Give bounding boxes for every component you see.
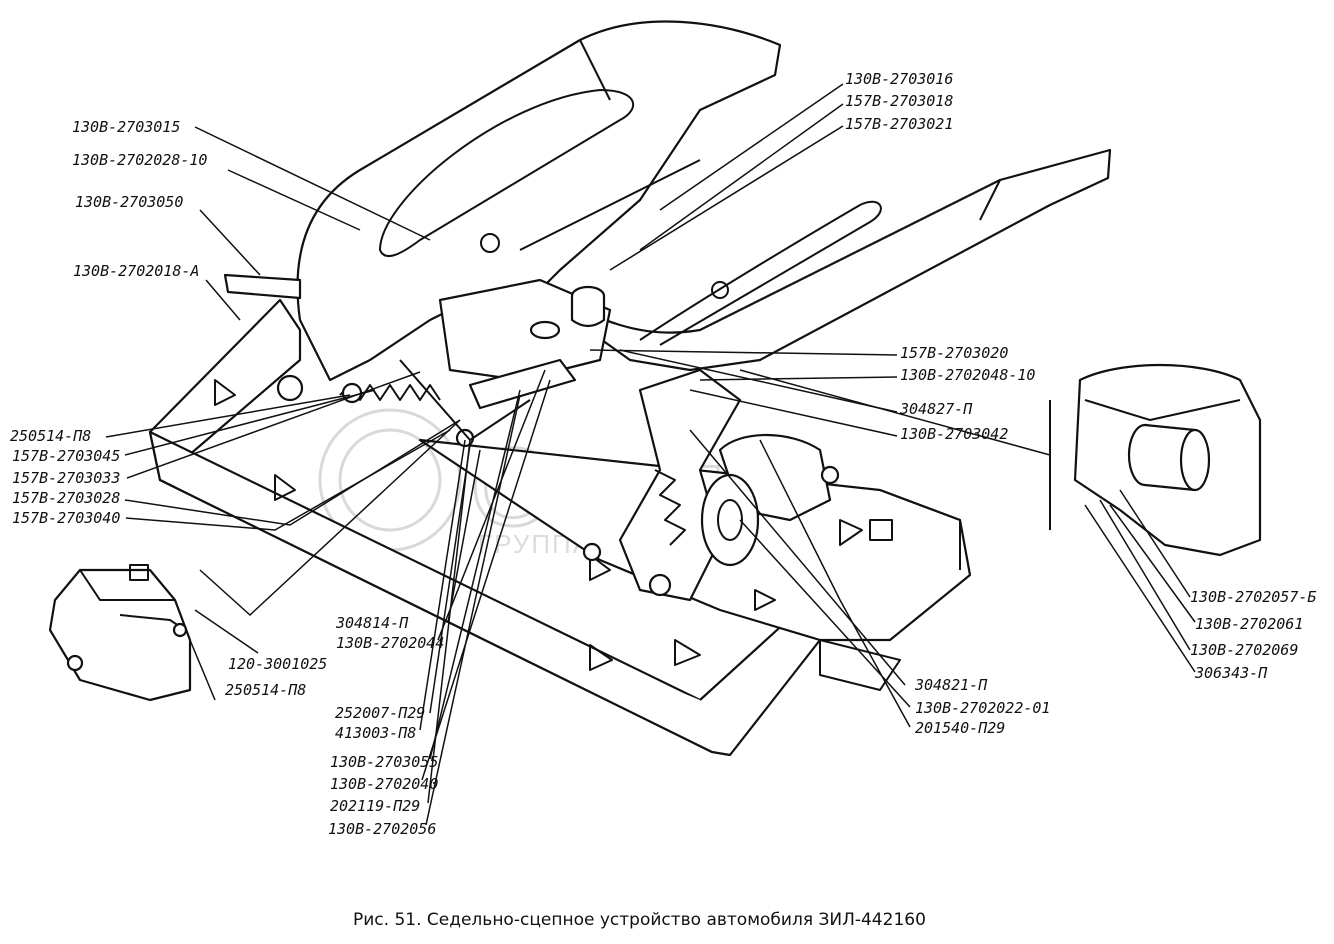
mount-hole — [711, 281, 729, 299]
cutout — [754, 589, 776, 611]
lock-block-bolt — [66, 654, 84, 672]
lock-block-nut — [172, 622, 188, 638]
part-label: 130В-2702018-А — [73, 262, 199, 280]
part-label: 202119-П29 — [330, 797, 420, 815]
cutout — [869, 519, 893, 541]
part-label: 157В-2703045 — [12, 447, 120, 465]
cradle-bolt — [820, 465, 840, 485]
watermark-logo-inner — [338, 428, 442, 532]
side-bolt — [276, 374, 304, 402]
mount-hole — [480, 233, 500, 253]
cutout — [674, 639, 701, 666]
cutout — [589, 554, 611, 581]
part-label: 306343-П — [1194, 664, 1268, 682]
cutout — [589, 644, 613, 671]
cutout — [839, 519, 863, 546]
bracket-bolt — [648, 573, 672, 597]
part-label: 130В-2702061 — [1195, 615, 1303, 633]
part-label: 157В-2703040 — [12, 509, 120, 527]
lock-lever — [468, 358, 577, 410]
bushing-detail — [1049, 363, 1262, 557]
part-label: 304827-П — [899, 400, 973, 418]
part-label: 157В-2703018 — [845, 92, 953, 110]
part-label: 130В-2702040 — [330, 775, 438, 793]
cutout — [214, 379, 236, 406]
kingpin-body — [570, 296, 606, 328]
lock-block-detail — [48, 564, 192, 702]
pivot-bore — [717, 499, 743, 541]
saddle-plate — [223, 20, 1112, 382]
part-label: 130В-2702028-10 — [72, 151, 207, 169]
right-plate-edge — [879, 489, 961, 570]
lock-block-top — [79, 569, 175, 601]
pivot-hub — [700, 473, 760, 567]
part-label: 304814-П — [335, 614, 409, 632]
plate-bolt — [582, 542, 602, 562]
part-label: 250514-П8 — [10, 427, 91, 445]
horn-top-edge — [579, 39, 611, 101]
lock-block-body — [48, 568, 192, 702]
part-label: 130В-2702022-01 — [915, 699, 1050, 717]
part-label: 304821-П — [914, 676, 988, 694]
lock-housing — [438, 278, 612, 382]
part-label: 252007-П29 — [335, 704, 425, 722]
part-label: 120-3001025 — [228, 655, 327, 673]
bushing-end — [1179, 428, 1211, 492]
bushing-housing-top — [1084, 399, 1241, 421]
pivot-bushing — [529, 320, 561, 340]
part-label: 130В-2702048-10 — [900, 366, 1035, 384]
figure-caption: Рис. 51. Седельно-сцепное устройство авт… — [353, 910, 926, 930]
release-handle — [223, 273, 302, 300]
lock-block-tab — [129, 564, 149, 581]
part-label: 130В-2703042 — [900, 425, 1008, 443]
center-slot-left — [519, 159, 701, 251]
part-label: 130В-2702044 — [336, 634, 444, 652]
part-label: 157В-2703020 — [900, 344, 1008, 362]
part-label: 130В-2703015 — [72, 118, 180, 136]
locking-mechanism — [276, 278, 612, 448]
serrated-edge — [654, 469, 686, 546]
part-label: 130В-2703055 — [330, 753, 438, 771]
part-label: 130В-2703050 — [75, 193, 183, 211]
part-label: 201540-П29 — [915, 719, 1005, 737]
part-label: 250514-П8 — [225, 681, 306, 699]
part-label: 130В-2702057-Б — [1190, 588, 1316, 606]
part-label: 130В-2703016 — [845, 70, 953, 88]
horn-right-edge — [979, 179, 1001, 221]
right-foot — [819, 639, 901, 691]
right-horn-groove — [639, 200, 882, 346]
part-label: 130В-2702069 — [1190, 641, 1298, 659]
part-label: 130В-2702056 — [328, 820, 436, 838]
cutout — [274, 474, 296, 501]
leader-lines — [105, 83, 1196, 826]
part-label: 157В-2703021 — [845, 115, 953, 133]
part-label: 157В-2703033 — [12, 469, 120, 487]
part-labels: 130В-2703015 130В-2702028-10 130В-270305… — [10, 70, 1316, 838]
part-label: 413003-П8 — [335, 724, 416, 742]
saddle-body — [296, 20, 1112, 382]
part-label: 157В-2703028 — [12, 489, 120, 507]
